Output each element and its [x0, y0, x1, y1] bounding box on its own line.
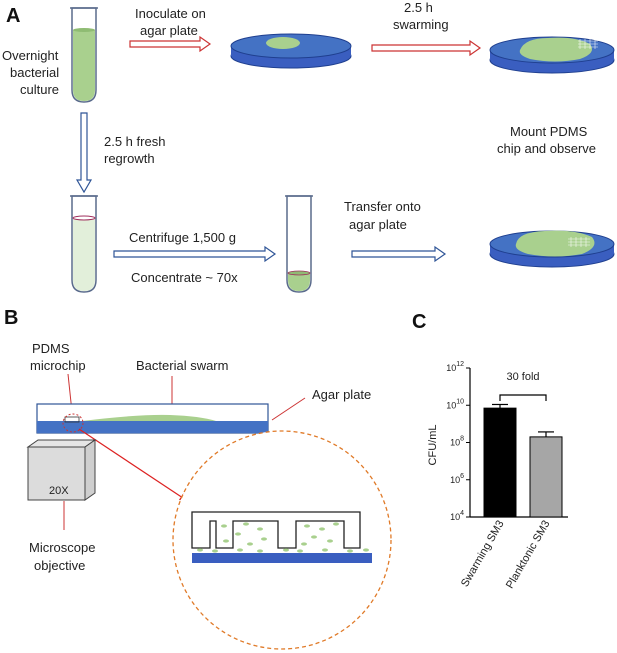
microscope-objective-icon [26, 439, 97, 501]
transfer-label: Transfer onto agar plate [344, 199, 424, 232]
pdms-label: PDMS microchip [30, 341, 86, 373]
panel-c-letter: C [412, 311, 426, 333]
magnification-label: 20X [49, 485, 69, 497]
y-tick-label: 104 [450, 510, 464, 522]
concentrate-label: Concentrate ~ 70x [131, 270, 238, 285]
mount-label: Mount PDMS chip and observe [497, 124, 596, 156]
y-tick-label: 1010 [446, 398, 464, 410]
swarming-label: 2.5 h swarming [393, 0, 449, 32]
regrowth-label: 2.5 h fresh regrowth [104, 134, 169, 166]
zoom-arrow [78, 428, 188, 502]
significance-bracket [499, 394, 547, 401]
y-tick-label: 106 [450, 473, 464, 485]
regrowth-tube [70, 195, 98, 293]
swarming-arrow [371, 39, 482, 57]
swarm-label: Bacterial swarm [136, 358, 228, 373]
fold-annotation: 30 fold [506, 371, 539, 383]
overnight-culture-label: Overnight bacterial culture [2, 48, 63, 97]
agar-plate-swarmed [489, 36, 615, 74]
agar-plate-label: Agar plate [312, 387, 371, 402]
plate-side-view [36, 403, 269, 434]
pellet-tube [285, 195, 313, 293]
panel-b-letter: B [4, 307, 18, 329]
category-label: Swarming SM3 [459, 519, 507, 590]
objective-label: Microscope objective [29, 540, 99, 573]
magnified-view [172, 430, 392, 650]
category-label: Planktonic SM3 [504, 519, 553, 591]
bar-planktonic [529, 436, 563, 518]
y-tick-label: 108 [450, 436, 464, 448]
inoculate-arrow [129, 35, 212, 53]
centrifuge-arrow [113, 245, 277, 263]
centrifuge-label: Centrifuge 1,500 g [129, 230, 236, 245]
y-axis-title: CFU/mL [427, 425, 439, 466]
regrowth-arrow [75, 112, 93, 194]
panel-a-letter: A [6, 5, 20, 27]
transfer-arrow [351, 245, 447, 263]
inoculate-label: Inoculate on agar plate [135, 6, 209, 38]
overnight-culture-tube [70, 7, 98, 103]
agar-pointer [271, 397, 306, 421]
bar-swarming [483, 407, 517, 518]
y-tick-label: 1012 [446, 361, 464, 373]
agar-plate-inoculated [230, 33, 352, 69]
agar-plate-transferred [489, 230, 615, 268]
